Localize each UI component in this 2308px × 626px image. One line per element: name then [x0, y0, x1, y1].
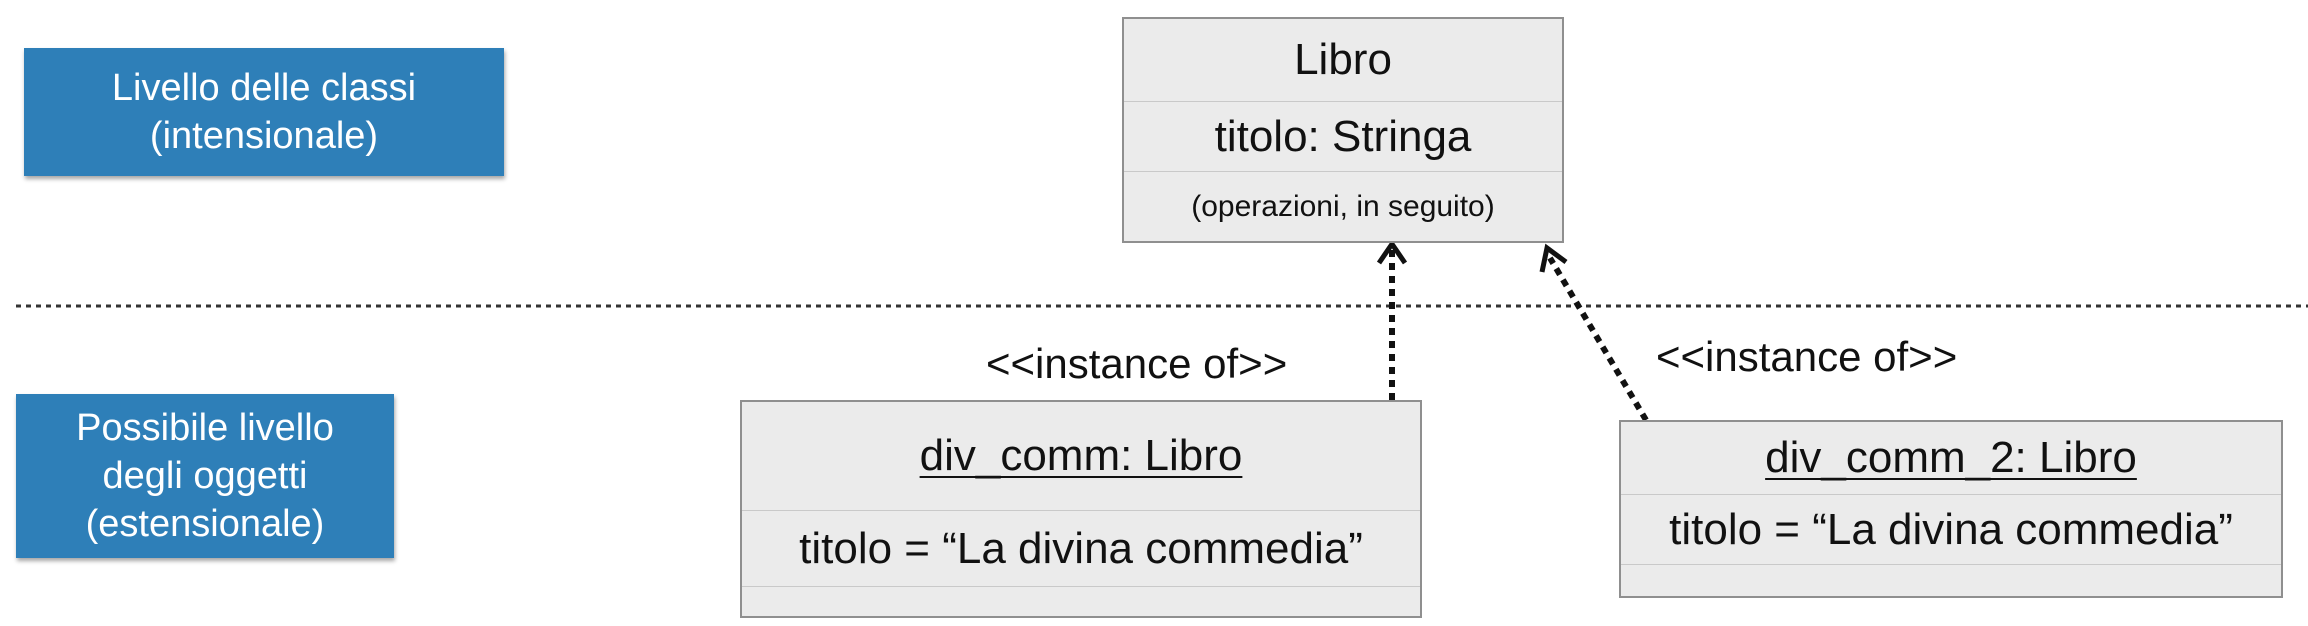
object-box-div-comm: div_comm: Libro titolo = “La divina comm…: [740, 400, 1422, 618]
class-operations: (operazioni, in seguito): [1191, 189, 1495, 223]
class-attribute: titolo: Stringa: [1214, 111, 1472, 161]
object1-name: div_comm: Libro: [919, 431, 1243, 480]
class-name-section: Libro: [1124, 19, 1562, 101]
instance-of-label-1: <<instance of>>: [986, 340, 1288, 387]
object2-name-section: div_comm_2: Libro: [1621, 422, 2281, 494]
class-name: Libro: [1294, 35, 1392, 84]
object2-empty-section: [1621, 564, 2281, 596]
instance-of-label-2: <<instance of>>: [1656, 333, 1958, 380]
class-level-label: Livello delle classi (intensionale): [111, 67, 417, 157]
object-box-div-comm-2: div_comm_2: Libro titolo = “La divina co…: [1619, 420, 2283, 598]
object2-attribute-section: titolo = “La divina commedia”: [1621, 494, 2281, 564]
instance-of-arrowhead-2: [1539, 243, 1568, 273]
instance-of-arrowhead-1: [1376, 239, 1408, 265]
object1-empty-section: [742, 586, 1420, 616]
object-level-tag: Possibile livello degli oggetti (estensi…: [16, 394, 394, 558]
class-operations-section: (operazioni, in seguito): [1124, 171, 1562, 241]
class-level-tag: Livello delle classi (intensionale): [24, 48, 504, 176]
object-level-label: Possibile livello degli oggetti (estensi…: [76, 407, 334, 545]
class-box-libro: Libro titolo: Stringa (operazioni, in se…: [1122, 17, 1564, 243]
class-attribute-section: titolo: Stringa: [1124, 101, 1562, 171]
object1-attribute-section: titolo = “La divina commedia”: [742, 510, 1420, 586]
object1-name-section: div_comm: Libro: [742, 402, 1420, 510]
object2-name: div_comm_2: Libro: [1765, 433, 2137, 482]
instance-of-arrow-2: [1547, 256, 1649, 422]
object1-attribute: titolo = “La divina commedia”: [799, 523, 1363, 573]
object2-attribute: titolo = “La divina commedia”: [1669, 504, 2233, 554]
